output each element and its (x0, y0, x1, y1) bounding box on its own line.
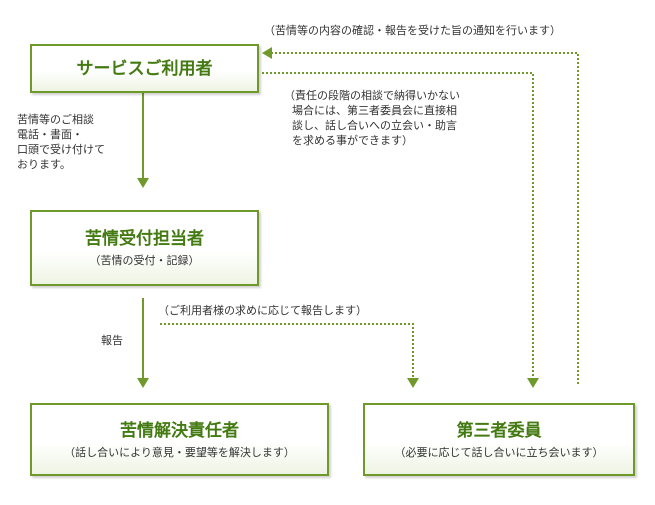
node-subtitle: （必要に応じて話し合いに立ち会います） (394, 446, 604, 459)
node-title: サービスご利用者 (76, 59, 213, 79)
node-service-user: サービスご利用者 (30, 44, 259, 93)
note-line: （責任の段階の相談で納得いかない (284, 89, 460, 102)
node-title: 苦情受付担当者 (85, 229, 204, 249)
arrow-head (407, 378, 419, 388)
note-line: 電話・書面・ (17, 128, 83, 141)
request-note: （ご利用者様の求めに応じて報告します） (158, 304, 367, 317)
arrow-head (527, 378, 539, 388)
node-subtitle: （苦情の受付・記録） (89, 254, 200, 267)
arrow-head (137, 378, 149, 388)
arrow-head (137, 178, 149, 188)
note-line: 場合には、第三者委員会に直接相 (292, 104, 457, 117)
arrow-reception-to-third-party (160, 323, 414, 384)
note-line: 苦情等のご相談 (17, 113, 94, 126)
note-line: 口頭で受け付けて (17, 143, 105, 156)
third-party-note: （責任の段階の相談で納得いかない 場合には、第三者委員会に直接相 談し、話し合い… (284, 88, 460, 148)
node-complaint-reception: 苦情受付担当者 （苦情の受付・記録） (30, 210, 259, 286)
note-line: おります。 (17, 158, 71, 171)
node-title: 苦情解決責任者 (120, 421, 239, 441)
note-line: 談し、話し合いへの立会い・助言 (292, 119, 457, 132)
arrow-head (262, 47, 272, 59)
node-complaint-resolver: 苦情解決責任者 （話し合いにより意見・要望等を解決します） (30, 403, 329, 476)
node-subtitle: （話し合いにより意見・要望等を解決します） (64, 446, 295, 459)
node-third-party-committee: 第三者委員 （必要に応じて話し合いに立ち会います） (363, 403, 635, 476)
notice-label: （苦情等の内容の確認・報告を受けた旨の通知を行います） (264, 24, 561, 37)
note-line: を求める事ができます） (292, 134, 413, 147)
report-label: 報告 (101, 334, 123, 347)
consultation-note: 苦情等のご相談 電話・書面・ 口頭で受け付けて おります。 (17, 112, 105, 172)
node-title: 第三者委員 (456, 421, 542, 441)
